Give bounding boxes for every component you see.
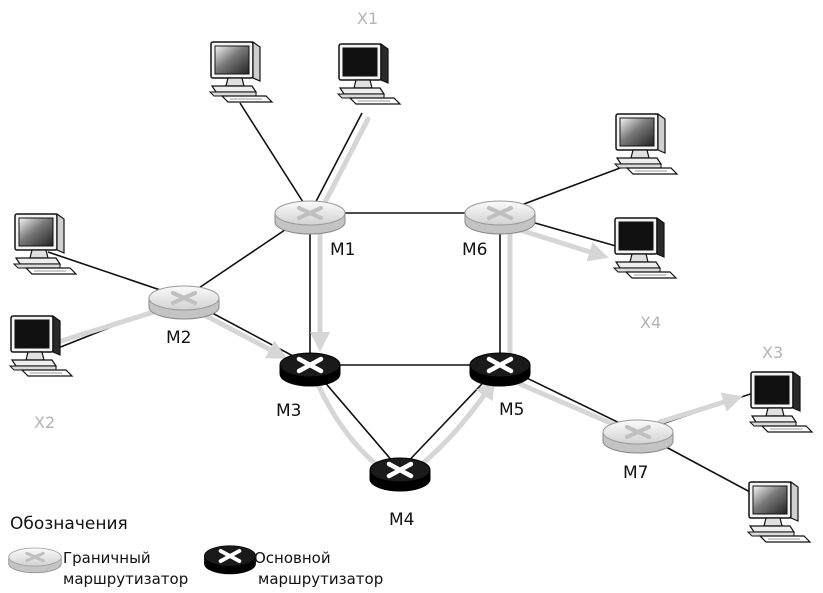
core-router-icon [370,458,430,491]
computer-icon [337,43,401,105]
core-router-icon [470,353,530,386]
edge-router-icon [273,199,347,236]
computer-icon [613,217,677,279]
edge-router-icon [147,284,221,321]
edge-router-icon [601,418,675,455]
computer-icon [747,481,811,543]
edge-router-icon [463,199,537,236]
router-label-m1: M1 [330,240,355,260]
legend: Обозначения Граничный маршрутизатор Осно… [7,514,383,588]
host-label-x3: X3 [762,343,783,362]
computer-icon [614,113,678,175]
computer-icon [13,213,77,275]
legend-core-line2: маршрутизатор [258,570,383,588]
core-router-icon [202,543,258,576]
router-label-m7: M7 [623,463,648,483]
legend-edge-line2: маршрутизатор [63,570,188,588]
host-label-x2: X2 [34,413,55,432]
router-label-m5: M5 [499,400,524,420]
computer-icon [749,371,813,433]
router-label-m3: M3 [276,401,301,421]
router-label-m2: M2 [166,328,191,348]
router-label-m6: M6 [462,240,487,260]
router-label-m4: M4 [389,510,414,530]
host-label-x4: X4 [640,313,661,332]
host-label-x1: X1 [357,9,378,28]
core-router-icon [280,353,340,386]
legend-title: Обозначения [10,514,128,534]
computer-icon [209,41,273,103]
legend-core-line1: Основной [254,549,331,567]
legend-edge-line1: Граничный [63,549,151,567]
edge-router-icon [7,546,63,575]
